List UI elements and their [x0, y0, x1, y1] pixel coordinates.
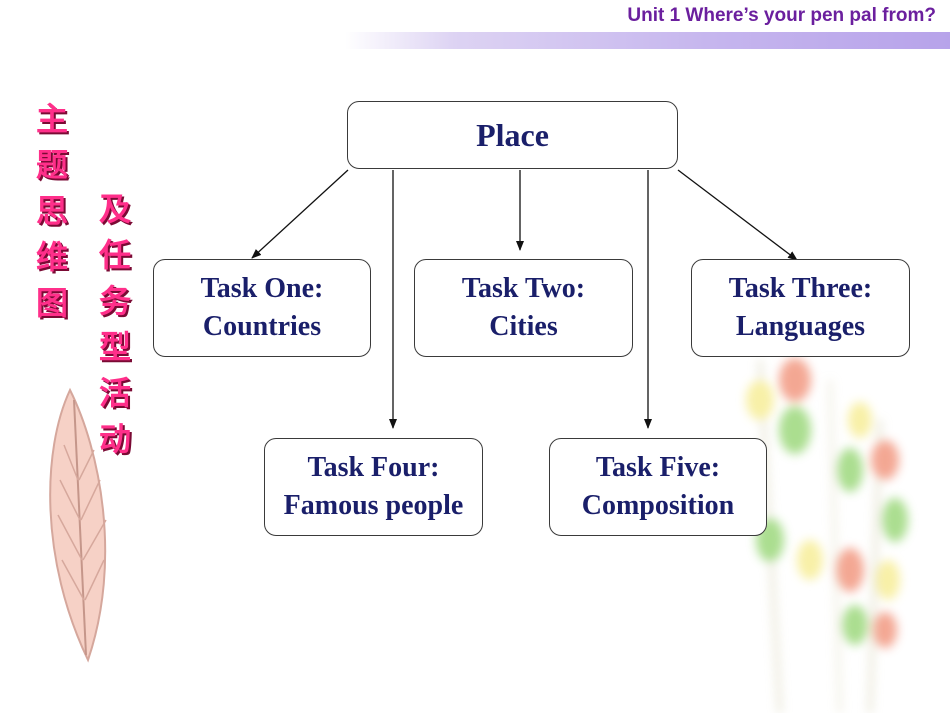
side-title-char: 及 [98, 190, 131, 228]
side-title-char: 维 [35, 238, 68, 276]
side-title-char: 务 [98, 282, 131, 320]
task-three-node: Task Three: Languages [691, 259, 910, 357]
side-title-char: 题 [35, 146, 68, 184]
task-title: Task Three: [728, 273, 873, 304]
side-title-char: 主 [35, 100, 68, 138]
task-four-node: Task Four: Famous people [264, 438, 483, 536]
root-label: Place [476, 117, 549, 153]
side-title-char: 活 [98, 374, 131, 412]
side-title-char: 动 [98, 420, 131, 458]
side-title-column-2: 及 任 务 型 活 动 [95, 186, 135, 462]
header-bar [345, 32, 950, 49]
side-title-char: 型 [98, 328, 131, 366]
task-title: Task Two: [461, 273, 586, 304]
side-title-char: 思 [35, 192, 68, 230]
task-one-node: Task One: Countries [153, 259, 371, 357]
task-subject: Languages [735, 311, 866, 342]
task-subject: Composition [581, 490, 735, 521]
task-five-node: Task Five: Composition [549, 438, 767, 536]
header-title: Unit 1 Where’s your pen pal from? [627, 5, 936, 26]
arrow-to-task-one [251, 169, 349, 259]
side-title-char: 图 [35, 284, 68, 322]
task-title: Task Four: [307, 452, 440, 483]
task-subject: Famous people [283, 490, 464, 521]
side-title-column-1: 主 题 思 维 图 [32, 96, 72, 326]
task-two-node: Task Two: Cities [414, 259, 633, 357]
leaf-illustration [49, 387, 107, 663]
side-title-char: 任 [98, 236, 131, 274]
task-title: Task Five: [595, 452, 721, 483]
root-node-place: Place [347, 101, 678, 169]
task-subject: Countries [202, 311, 322, 342]
task-subject: Cities [489, 311, 558, 342]
task-title: Task One: [200, 273, 324, 304]
arrow-to-task-three [677, 169, 798, 261]
